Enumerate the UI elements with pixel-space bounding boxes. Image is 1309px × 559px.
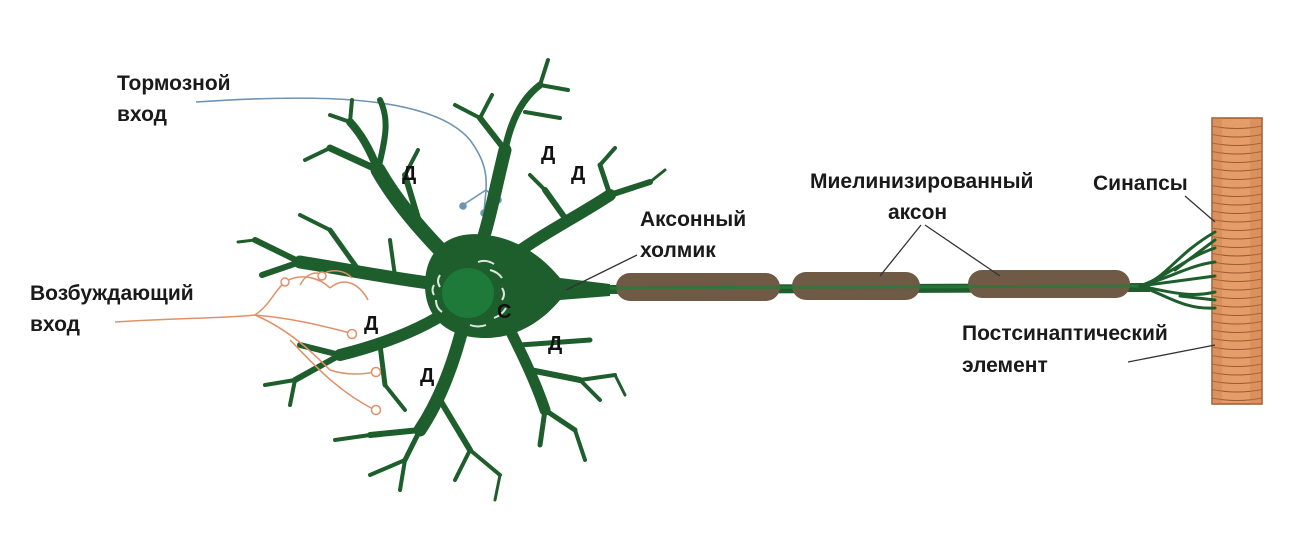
postsynaptic-stripe bbox=[1211, 167, 1263, 172]
postsynaptic-stripe bbox=[1211, 150, 1263, 155]
label-excitatory-input-line1: Возбуждающий bbox=[30, 282, 194, 305]
label-synapses: Синапсы bbox=[1093, 172, 1188, 195]
label-dendrite: Д bbox=[548, 333, 562, 355]
axon bbox=[600, 230, 1217, 310]
postsynaptic-stripe bbox=[1211, 397, 1263, 402]
postsynaptic-stripe bbox=[1211, 142, 1263, 147]
postsynaptic-stripe bbox=[1211, 193, 1263, 198]
postsynaptic-stripe bbox=[1211, 235, 1263, 240]
label-inhibitory-input-line2: вход bbox=[117, 103, 167, 126]
soma bbox=[425, 234, 610, 338]
postsynaptic-stripe bbox=[1211, 125, 1263, 130]
postsynaptic-stripe bbox=[1211, 346, 1263, 351]
myelin-segment bbox=[968, 270, 1130, 298]
postsynaptic-stripe bbox=[1211, 354, 1263, 359]
label-myelinated-axon-line1: Миелинизированный bbox=[810, 170, 1033, 193]
postsynaptic-stripe bbox=[1211, 278, 1263, 283]
leader-lines bbox=[565, 195, 1216, 363]
postsynaptic-stripe bbox=[1211, 312, 1263, 317]
label-dendrite: Д bbox=[364, 313, 378, 335]
leader-postsynaptic bbox=[1127, 344, 1216, 363]
leader-axon-hillock bbox=[565, 254, 638, 291]
postsynaptic-stripe bbox=[1211, 286, 1263, 291]
postsynaptic-stripe bbox=[1211, 227, 1263, 232]
label-dendrite: Д bbox=[420, 365, 434, 387]
label-excitatory-input-line2: вход bbox=[30, 313, 80, 336]
label-dendrite: Д bbox=[402, 163, 416, 185]
postsynaptic-stripe bbox=[1211, 329, 1263, 334]
excitatory-fiber bbox=[114, 270, 382, 416]
label-dendrite: Д bbox=[571, 163, 585, 185]
leader-myelin-2 bbox=[924, 224, 1001, 277]
postsynaptic-stripe bbox=[1211, 184, 1263, 189]
postsynaptic-stripe bbox=[1211, 252, 1263, 257]
postsynaptic-stripe bbox=[1211, 320, 1263, 325]
postsynaptic-stripe bbox=[1211, 380, 1263, 385]
label-soma: С bbox=[497, 301, 511, 323]
label-axon-hillock-line2: холмик bbox=[640, 239, 716, 262]
label-myelinated-axon-line2: аксон bbox=[888, 201, 947, 224]
postsynaptic-stripe bbox=[1211, 201, 1263, 206]
postsynaptic-stripe bbox=[1211, 337, 1263, 342]
postsynaptic-element bbox=[1211, 117, 1263, 405]
postsynaptic-stripe bbox=[1211, 363, 1263, 368]
postsynaptic-stripe bbox=[1211, 133, 1263, 138]
postsynaptic-stripe bbox=[1211, 176, 1263, 181]
postsynaptic-stripe bbox=[1211, 269, 1263, 274]
postsynaptic-stripe bbox=[1211, 388, 1263, 393]
nucleus bbox=[442, 268, 494, 318]
postsynaptic-stripe bbox=[1211, 218, 1263, 223]
label-postsynaptic-line1: Постсинаптический bbox=[962, 322, 1168, 345]
postsynaptic-stripe bbox=[1211, 371, 1263, 376]
leader-myelin-1 bbox=[879, 224, 922, 277]
label-inhibitory-input-line1: Тормозной bbox=[117, 72, 231, 95]
postsynaptic-stripe bbox=[1211, 210, 1263, 215]
postsynaptic-stripe bbox=[1211, 159, 1263, 164]
label-dendrite: Д bbox=[541, 143, 555, 165]
postsynaptic-stripe bbox=[1211, 244, 1263, 249]
postsynaptic-stripe bbox=[1211, 295, 1263, 300]
leader-synapses bbox=[1184, 195, 1216, 223]
postsynaptic-stripe bbox=[1211, 303, 1263, 308]
label-axon-hillock-line1: Аксонный bbox=[640, 208, 746, 231]
label-postsynaptic-line2: элемент bbox=[962, 354, 1048, 377]
